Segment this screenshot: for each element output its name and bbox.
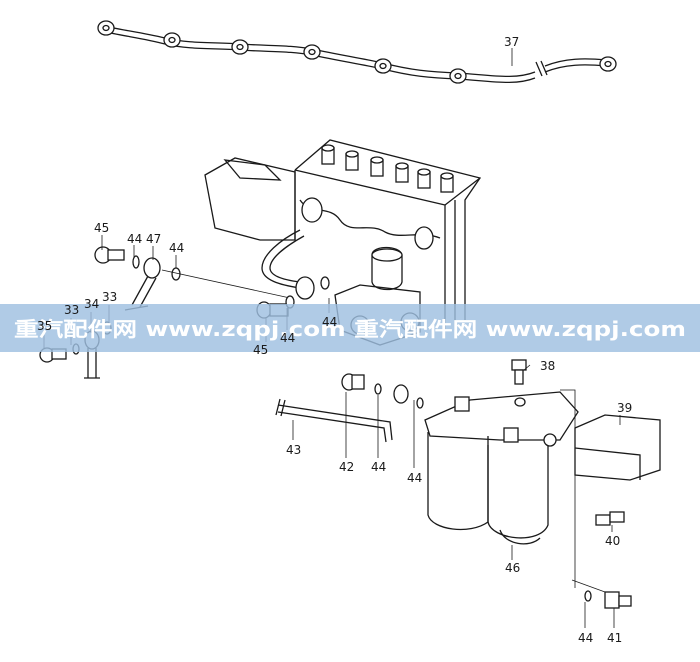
callout-44: 44: [280, 331, 295, 345]
filter-inlet-pipe: [275, 373, 424, 443]
callout-44: 44: [127, 232, 142, 246]
callout-43: 43: [286, 443, 301, 457]
watermark-band: 重汽配件网 www.zqpj.com 重汽配件网 www.zqpj.com: [0, 304, 700, 352]
callout-37: 37: [504, 35, 519, 49]
callout-44: 44: [407, 471, 422, 485]
callout-34: 34: [84, 297, 99, 311]
watermark-text: 重汽配件网 www.zqpj.com 重汽配件网 www.zqpj.com: [14, 317, 686, 341]
callout-38: 38: [540, 359, 555, 373]
callout-33: 33: [102, 290, 117, 304]
mounting-bracket: [511, 359, 661, 609]
callout-41: 41: [607, 631, 622, 645]
callout-40: 40: [605, 534, 620, 548]
callout-45: 45: [253, 343, 268, 357]
callout-44: 44: [169, 241, 184, 255]
callout-47: 47: [146, 232, 161, 246]
callout-44: 44: [578, 631, 593, 645]
callout-44: 44: [371, 460, 386, 474]
callout-42: 42: [339, 460, 354, 474]
callout-39: 39: [617, 401, 632, 415]
leak-off-pipe: [97, 20, 617, 84]
callout-35: 35: [37, 319, 52, 333]
callout-46: 46: [505, 561, 520, 575]
fuel-filter: [424, 391, 579, 545]
callout-44: 44: [322, 315, 337, 329]
callouts: 37 45 44 47 44 33 34 33 35 44 45 44 38 3…: [37, 35, 632, 645]
callout-45: 45: [94, 221, 109, 235]
callout-33: 33: [64, 303, 79, 317]
